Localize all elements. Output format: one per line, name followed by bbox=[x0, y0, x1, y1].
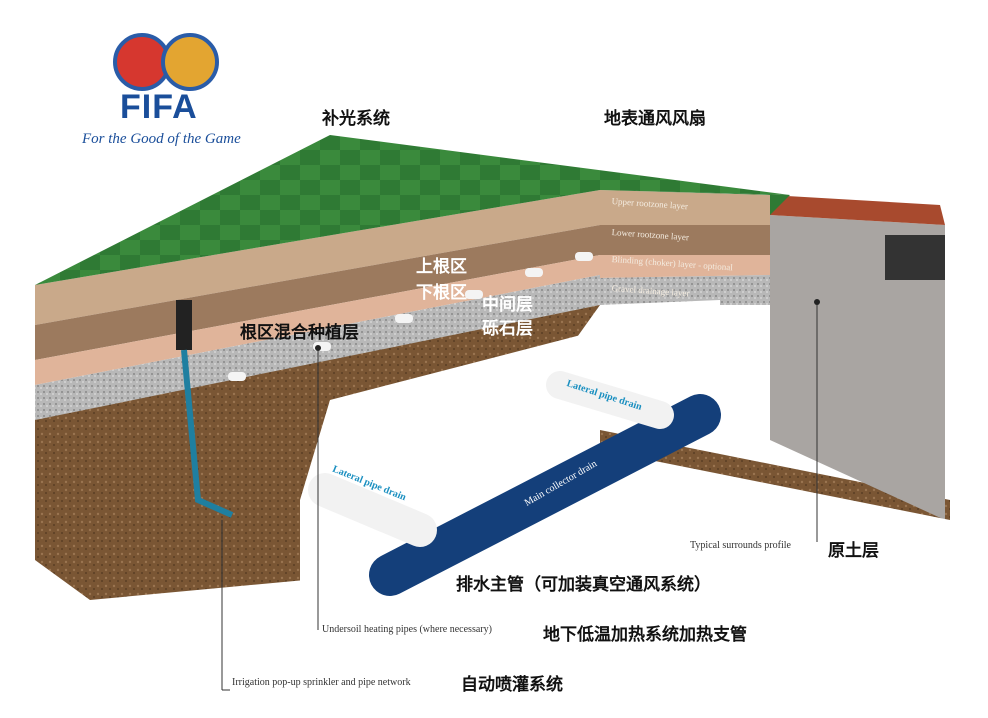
en-irrigation: Irrigation pop-up sprinkler and pipe net… bbox=[232, 677, 411, 688]
main-collector-pipe bbox=[369, 394, 721, 596]
fifa-tagline: For the Good of the Game bbox=[82, 131, 241, 147]
leader-dot bbox=[814, 299, 820, 305]
lateral-pipe-1 bbox=[308, 473, 437, 547]
label-lighting: 补光系统 bbox=[322, 109, 390, 129]
label-root-mix: 根区混合种植层 bbox=[240, 323, 359, 343]
label-surface-fan: 地表通风风扇 bbox=[604, 109, 706, 129]
label-mid-layer: 中间层 bbox=[482, 295, 533, 315]
label-main-drain: 排水主管（可加装真空通风系统） bbox=[456, 575, 711, 595]
label-irrigation: 自动喷灌系统 bbox=[461, 675, 563, 695]
en-heating: Undersoil heating pipes (where necessary… bbox=[322, 624, 492, 635]
label-upper-root: 上根区 bbox=[416, 257, 467, 277]
grass-surface bbox=[35, 135, 790, 285]
leader-dot bbox=[315, 345, 321, 351]
label-lateral: 排水支管 bbox=[583, 351, 651, 371]
fifa-logo-ball-2 bbox=[161, 33, 219, 91]
upper-rootzone-cut bbox=[600, 190, 770, 225]
surrounds-tile bbox=[770, 195, 945, 225]
channel-drain bbox=[885, 235, 945, 280]
surrounds-block bbox=[770, 215, 945, 520]
blinding-band bbox=[35, 255, 600, 385]
grass-edge bbox=[600, 190, 790, 215]
label-gravel: 砾石层 bbox=[482, 319, 533, 339]
blinding-cut bbox=[600, 255, 770, 278]
label-base: 基础层 bbox=[404, 430, 455, 450]
fifa-logo-ball-1 bbox=[113, 33, 171, 91]
lateral-pipe-2 bbox=[546, 371, 674, 429]
fifa-logo: FIFA bbox=[120, 88, 198, 126]
label-lower-root: 下根区 bbox=[416, 283, 467, 303]
en-surrounds: Typical surrounds profile bbox=[690, 540, 791, 551]
sprinkler-head bbox=[176, 300, 192, 350]
lower-rootzone-cut bbox=[600, 225, 770, 255]
label-native-soil: 原土层 bbox=[828, 541, 879, 561]
gravel-cut bbox=[600, 275, 770, 305]
heating-pipe-stubs bbox=[228, 252, 593, 381]
leader-lines bbox=[221, 302, 818, 691]
label-heating: 地下低温加热系统加热支管 bbox=[543, 625, 747, 645]
sprinkler-pipe bbox=[181, 349, 234, 518]
upper-rootzone-band bbox=[35, 190, 600, 325]
